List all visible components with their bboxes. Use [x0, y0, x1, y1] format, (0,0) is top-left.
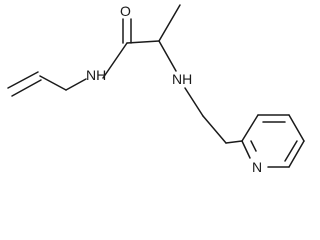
ethyl-ch2-ch2-bond	[202, 115, 227, 144]
amine-nitrogen-label: NH	[172, 71, 192, 87]
pyridine-bond-c4-c5	[288, 114, 305, 142]
amide-nitrogen-label: NH	[86, 67, 106, 83]
pyridine-inner-bond-3	[250, 140, 257, 152]
vinyl-double-bond-line-2	[11, 79, 42, 97]
ch2-to-pyridine-bond	[225, 140, 243, 144]
amine-nh-to-ch2-bond	[184, 87, 204, 117]
carbonyl-oxygen-label: O	[120, 3, 131, 19]
alpha-carbon-to-methyl-bond	[158, 4, 181, 42]
allyl-group	[7, 71, 87, 97]
alpha-carbon-to-amine-bond	[158, 40, 177, 72]
amide-nh-to-carbonyl-bond	[102, 42, 128, 79]
pyridine-bond-c5-c6	[288, 140, 305, 168]
pyridine-bond-c2-c3	[241, 114, 259, 142]
vinyl-double-bond-line-1	[7, 71, 39, 89]
pyridine-ring	[241, 114, 305, 168]
allyl-ch2-to-nh-bond	[65, 78, 87, 91]
pyridine-nitrogen-label: N	[252, 159, 262, 175]
vinyl-to-allyl-ch2-bond	[39, 75, 67, 91]
carbonyl-to-alpha-carbon-bond	[126, 40, 160, 44]
pyridine-inner-bond-2	[284, 140, 298, 162]
chemical-structure-diagram: NH O NH N	[7, 3, 305, 175]
pyridine-bond-n-c2	[241, 140, 251, 159]
